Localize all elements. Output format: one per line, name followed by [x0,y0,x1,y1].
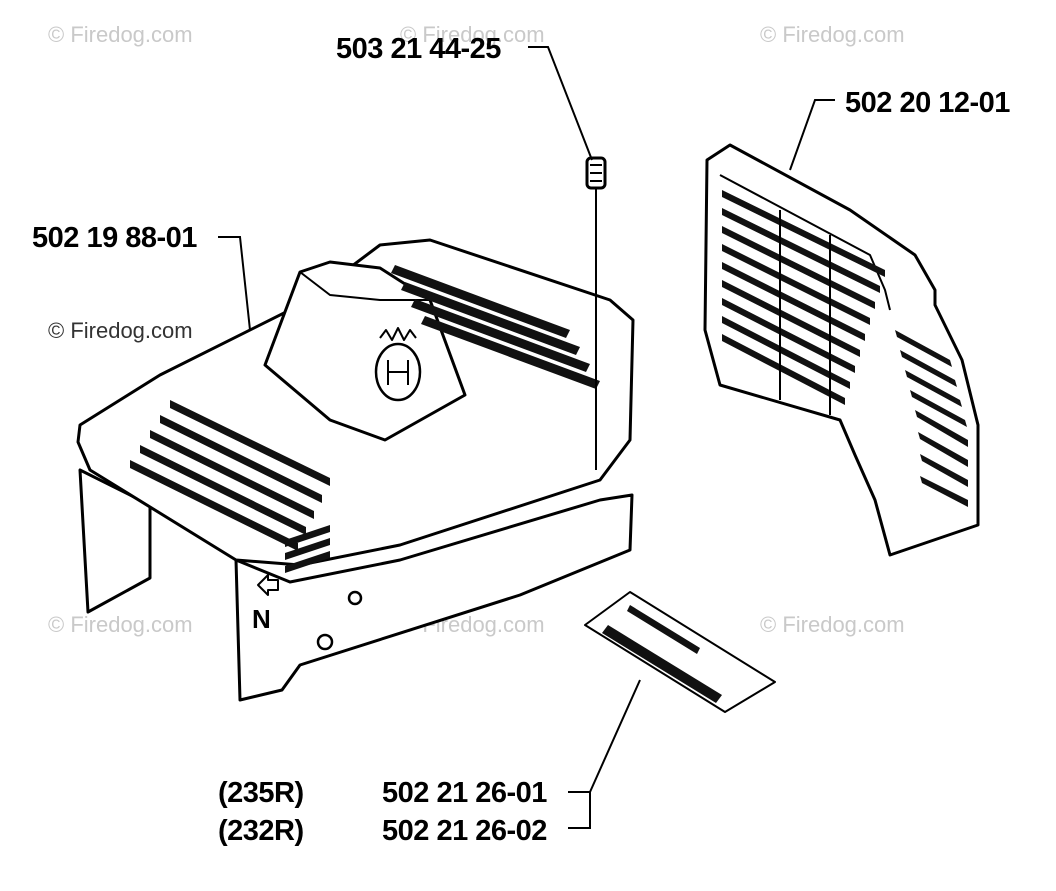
decal-leader [568,679,641,829]
part-number-screw: 503 21 44-25 [336,33,501,65]
husqvarna-crown-logo-icon [374,327,422,402]
screw [585,156,607,200]
model-label-235r: (235R) [218,777,304,809]
cover-front-vent [285,525,330,573]
part-number-decal-235r: 502 21 26-01 [382,777,547,809]
cover-vent-slots-right [391,265,600,389]
watermark: © Firedog.com [400,22,545,47]
part-number-decal-232r: 502 21 26-02 [382,815,547,847]
watermark: © Firedog.com [760,612,905,637]
model-label-232r: (232R) [218,815,304,847]
watermark: © Firedog.com [48,318,193,343]
grille-leader [789,99,835,171]
cover-vent-slots-left [130,400,330,551]
watermark: © Firedog.com [760,22,905,47]
part-number-cover: 502 19 88-01 [32,222,197,254]
watermark: © Firedog.com [48,612,193,637]
part-number-grille: 502 20 12-01 [845,87,1010,119]
screw-leader [528,46,593,161]
grille-slats [722,190,968,507]
arrow-icon [257,574,279,596]
watermark: © Firedog.com [48,22,193,47]
cover-marking: N [252,604,270,634]
cylinder-cover: N [76,238,635,702]
cover-leader [218,236,251,331]
cover-mount-hole [347,590,363,606]
decal [584,591,776,713]
cover-mount-hole [316,633,334,651]
intake-grille [703,143,980,557]
